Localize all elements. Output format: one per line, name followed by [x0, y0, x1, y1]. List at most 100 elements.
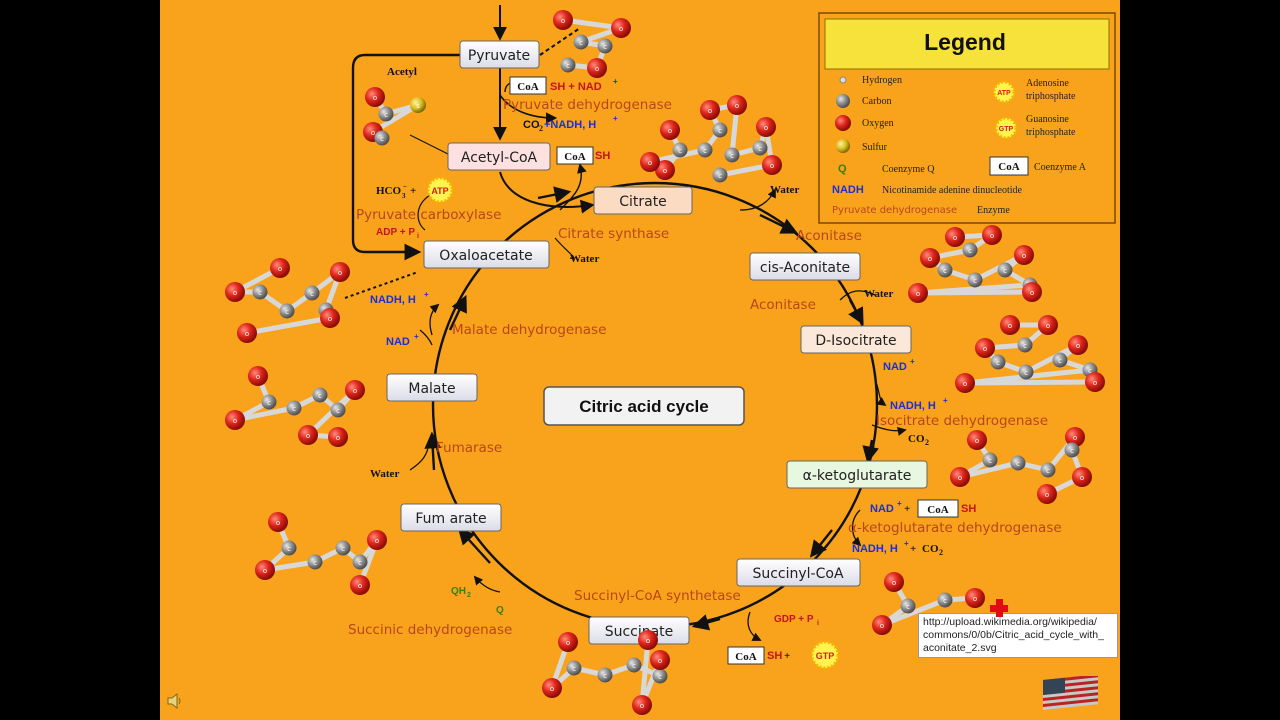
legend-nadh: Nicotinamide adenine dinucleotide — [882, 185, 1023, 196]
svg-text:+: + — [410, 185, 416, 197]
water-label-2: Water — [770, 184, 799, 196]
nad-label-3: NAD — [386, 336, 410, 348]
oxygen-atom — [320, 308, 340, 328]
atom-letter: o — [278, 265, 282, 273]
atom-letter: o — [263, 567, 267, 575]
carbon-atom — [597, 38, 613, 54]
atom-letter: o — [619, 25, 623, 33]
svg-text:+: + — [904, 539, 909, 548]
malate-label: Malate — [408, 381, 455, 397]
oxygen-atom — [1000, 315, 1020, 335]
atom-letter: o — [708, 107, 712, 115]
oxygen-atom — [1014, 245, 1034, 265]
cis-aconitate-label: cis-Aconitate — [760, 260, 850, 276]
url-tooltip: http://upload.wikimedia.org/wikipedia/ c… — [918, 613, 1118, 658]
succinyl-coa-box: Succinyl-CoA — [736, 558, 861, 587]
carbon-atom — [261, 394, 277, 410]
oxygen-atom — [345, 380, 365, 400]
carbon-atom — [1040, 462, 1056, 478]
atom-letter: o — [1046, 322, 1050, 330]
atom-letter: o — [953, 234, 957, 242]
atom-letter: o — [663, 167, 667, 175]
oxygen-atom — [237, 323, 257, 343]
atom-letter: c — [718, 127, 722, 135]
atom-letter: o — [328, 315, 332, 323]
svg-text:+: + — [414, 332, 419, 341]
cis-aconitate-box: cis-Aconitate — [749, 252, 861, 281]
svg-text:2: 2 — [925, 438, 929, 447]
atom-letter: o — [1093, 379, 1097, 387]
oxygen-atom — [553, 10, 573, 30]
sh-label: SH — [595, 150, 610, 162]
oxygen-atom — [727, 95, 747, 115]
carbon-atom — [304, 285, 320, 301]
atom-letter: c — [943, 267, 947, 275]
atom-letter: c — [310, 290, 314, 298]
svg-text:+: + — [613, 114, 618, 123]
atom-letter: c — [572, 665, 576, 673]
tooltip-line-2: commons/0/0b/Citric_acid_cycle_with_ — [923, 629, 1104, 641]
enzyme-succinic-dehydrogenase: Succinic dehydrogenase — [348, 622, 512, 638]
a-ketoglutarate-label: α-ketoglutarate — [803, 468, 912, 484]
atom-letter: o — [566, 639, 570, 647]
carbon-atom — [281, 540, 297, 556]
atom-letter: c — [658, 673, 662, 681]
svg-text:i: i — [817, 620, 819, 627]
us-flag-icon — [1043, 676, 1098, 710]
carbon-atom — [937, 262, 953, 278]
sh-nad-label: SH + NAD — [550, 81, 602, 93]
svg-text:+: + — [424, 290, 429, 299]
atom-letter: o — [958, 474, 962, 482]
atom-letter: o — [764, 124, 768, 132]
gtp-star: GTP — [810, 640, 840, 670]
legend-enzyme: Enzyme — [977, 205, 1010, 216]
carbon-atom — [560, 57, 576, 73]
atom-letter: o — [1022, 252, 1026, 260]
speaker-icon[interactable] — [166, 692, 184, 710]
sh-label-2: SH — [961, 503, 976, 515]
adp-pi-label: ADP + P — [376, 227, 415, 238]
d-isocitrate-label: D-Isocitrate — [815, 333, 896, 349]
svg-text:+: + — [910, 543, 916, 555]
carbon-atom — [252, 284, 268, 300]
oxygen-atom — [965, 588, 985, 608]
oxygen-atom — [225, 410, 245, 430]
atom-letter: c — [267, 399, 271, 407]
oxaloacetate-label: Oxaloacetate — [439, 248, 532, 264]
atom-letter: c — [384, 111, 388, 119]
oxygen-atom — [558, 632, 578, 652]
atom-letter: c — [258, 289, 262, 297]
svg-text:GTP: GTP — [999, 126, 1014, 133]
enzyme-aconitase-2: Aconitase — [750, 297, 816, 313]
citrate-box: Citrate — [593, 186, 693, 215]
citrate-label: Citrate — [619, 194, 667, 210]
atom-letter: c — [1088, 367, 1092, 375]
pyruvate-label: Pyruvate — [468, 48, 530, 64]
atom-letter: o — [233, 417, 237, 425]
svg-text:CO: CO — [922, 543, 939, 555]
carbon-atom — [752, 140, 768, 156]
carbon-atom — [1017, 337, 1033, 353]
atom-letter: o — [233, 289, 237, 297]
succinyl-coa-label: Succinyl-CoA — [752, 566, 843, 582]
atom-letter: c — [292, 405, 296, 413]
atom-letter: c — [968, 247, 972, 255]
atom-letter: c — [988, 457, 992, 465]
atom-letter: o — [338, 269, 342, 277]
oxygen-atom — [950, 467, 970, 487]
co2-label-2: CO — [908, 433, 925, 445]
oxaloacetate-molecule: oocccocoo — [225, 258, 350, 343]
coa-box-3: CoA — [917, 499, 959, 518]
atom-letter: c — [758, 145, 762, 153]
coa-box-4: CoA — [727, 646, 765, 665]
atp-star: ATP — [426, 176, 454, 204]
legend-nadh-symbol: NADH — [832, 184, 864, 196]
svg-text:GTP: GTP — [816, 651, 835, 661]
oxygen-atom — [1037, 484, 1057, 504]
oxygen-atom — [632, 695, 652, 715]
carbon-atom — [312, 387, 328, 403]
oxygen-atom — [1065, 427, 1085, 447]
carbon-atom — [712, 122, 728, 138]
atom-letter: o — [306, 432, 310, 440]
